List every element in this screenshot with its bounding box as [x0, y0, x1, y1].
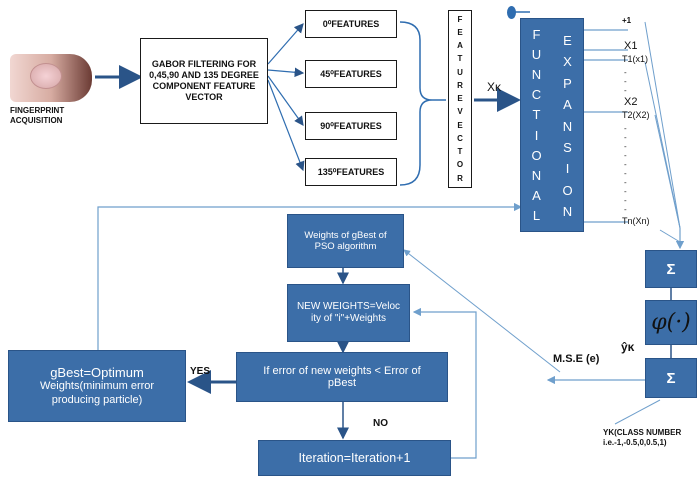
fv-letter: E — [457, 27, 463, 37]
functional-expansion-box: F U N C T I O N A L E X P A N S I O N — [520, 18, 584, 232]
gbest-weights-box: Weights of gBest of PSO algorithm — [287, 214, 404, 268]
target-class-label: YK(CLASS NUMBER i.e.-1,-0.5,0,0.5,1) — [603, 428, 682, 448]
expansion-letter: N — [562, 204, 573, 219]
fv-letter: U — [457, 67, 463, 77]
summation-node-1: Σ — [645, 250, 697, 288]
optimum-subtitle: Weights(minimum error producing particle… — [39, 379, 155, 406]
expansion-letter: O — [562, 182, 573, 198]
functional-letter: T — [532, 107, 541, 123]
functional-letter: F — [532, 27, 541, 42]
fv-letter: F — [457, 14, 463, 24]
gabor-filtering-box: GABOR FILTERING FOR 0,45,90 AND 135 DEGR… — [140, 38, 268, 124]
summation-node-2: Σ — [645, 358, 697, 398]
mse-label: M.S.E (e) — [553, 353, 600, 365]
fingerprint-image — [10, 54, 92, 102]
fv-letter: O — [456, 160, 464, 170]
feature-box-45: 45⁰FEATURES — [305, 60, 397, 88]
functional-letter: N — [531, 67, 542, 83]
fv-letter: V — [457, 107, 463, 117]
fv-letter: A — [457, 41, 463, 51]
functional-letter: N — [531, 167, 542, 183]
expansion-letter: X — [563, 54, 572, 70]
yk-hat-label: ŷĸ — [621, 340, 635, 354]
functional-letter: L — [532, 207, 541, 223]
functional-letter: O — [531, 147, 542, 163]
expansion-letter: N — [562, 118, 573, 134]
x2-label: X2 — [624, 96, 638, 108]
optimum-box: gBest=Optimum Weights(minimum error prod… — [8, 350, 186, 422]
fv-letter: R — [457, 173, 463, 183]
xk-label: Xĸ — [487, 80, 502, 94]
plus-one-label: +1 — [622, 16, 632, 25]
fv-letter: T — [457, 54, 463, 64]
x1-label: X1 — [624, 40, 638, 52]
tn-label: Tn(Xn) — [622, 216, 650, 226]
fv-letter: T — [457, 147, 463, 157]
functional-letter: A — [532, 187, 541, 203]
bias-node — [507, 6, 516, 19]
functional-letter: I — [534, 127, 539, 143]
feature-box-90: 90⁰FEATURES — [305, 112, 397, 140]
expansion-letter: E — [563, 33, 572, 48]
fv-letter: E — [457, 120, 463, 130]
t2-label: T2(X2) — [622, 110, 650, 120]
no-label: NO — [373, 418, 388, 429]
functional-letter: C — [531, 87, 542, 103]
yes-label: YES — [190, 366, 211, 377]
fv-letter: E — [457, 94, 463, 104]
optimum-title: gBest=Optimum — [50, 364, 144, 380]
iteration-box: Iteration=Iteration+1 — [258, 440, 451, 476]
expansion-letter: A — [563, 97, 572, 113]
dashes-1: --- — [624, 68, 627, 95]
fv-letter: R — [457, 80, 463, 90]
feature-box-0: 0⁰FEATURES — [305, 10, 397, 38]
functional-letter: U — [531, 47, 542, 63]
activation-phi-node: φ(·) — [645, 300, 697, 345]
condition-box: If error of new weights < Error of pBest — [236, 352, 448, 402]
expansion-letter: P — [563, 75, 572, 91]
expansion-letter: S — [563, 139, 572, 155]
new-weights-box: NEW WEIGHTS=Veloc ity of "i"+Weights — [287, 284, 410, 342]
feature-box-135: 135⁰FEATURES — [305, 158, 397, 186]
dashes-2: ---------- — [624, 124, 627, 214]
fv-letter: C — [457, 133, 463, 143]
fingerprint-acquisition-label: FINGERPRINT ACQUISITION — [10, 106, 65, 126]
feature-vector-box: F E A T U R E V E C T O R — [448, 10, 472, 188]
expansion-letter: I — [565, 161, 570, 177]
t1-label: T1(x1) — [622, 54, 649, 64]
